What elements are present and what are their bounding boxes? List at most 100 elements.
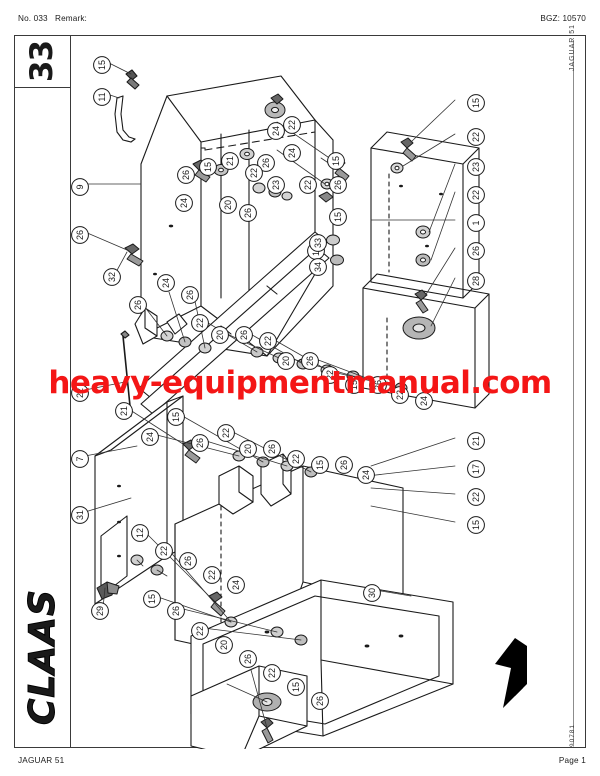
callout-balloon: 15 <box>329 208 347 226</box>
callout-balloon: 17 <box>467 460 485 478</box>
callout-number: 26 <box>471 246 481 256</box>
callout-number: 26 <box>239 330 249 340</box>
callout-number: 15 <box>333 212 343 222</box>
callout-balloon: 24 <box>267 122 285 140</box>
callout-number: 24 <box>361 470 371 480</box>
callout-number: 22 <box>325 370 335 380</box>
callout-balloon: 26 <box>301 352 319 370</box>
callout-number: 22 <box>471 492 481 502</box>
callout-number: 26 <box>267 444 277 454</box>
callout-balloon: 7 <box>71 450 89 468</box>
callout-number: 15 <box>471 98 481 108</box>
callout-balloon: 29 <box>91 602 109 620</box>
callout-balloon: 26 <box>311 692 329 710</box>
callout-balloon: 20 <box>215 636 233 654</box>
callout-balloon: 22 <box>71 384 89 402</box>
callout-circle <box>467 516 485 534</box>
callout-balloon: 26 <box>179 552 197 570</box>
callout-circle <box>157 274 175 292</box>
callout-number: 22 <box>207 570 217 580</box>
callout-circle <box>211 326 229 344</box>
callout-circle <box>181 286 199 304</box>
callout-balloon: 22 <box>217 424 235 442</box>
callout-balloon: 24 <box>157 274 175 292</box>
callout-balloon: 26 <box>177 166 195 184</box>
callout-balloon: 15 <box>167 408 185 426</box>
callout-number: 24 <box>179 198 189 208</box>
callout-number: 11 <box>97 92 107 101</box>
right-rule <box>573 40 574 744</box>
callout-circle <box>467 158 485 176</box>
callout-number: 24 <box>145 432 155 442</box>
parts-diagram: 1511926227312224152322261518242622211526… <box>71 36 587 749</box>
callout-number: 26 <box>339 460 349 470</box>
callout-circle <box>267 122 285 140</box>
callout-circle <box>467 272 485 290</box>
callout-circle <box>369 376 387 394</box>
callout-balloon: 15 <box>467 94 485 112</box>
callout-circle <box>321 366 339 384</box>
callout-circle <box>311 456 329 474</box>
callout-balloon: 15 <box>467 516 485 534</box>
callout-number: 9 <box>75 184 85 189</box>
callout-number: 26 <box>315 696 325 706</box>
callout-balloon: 15 <box>143 590 161 608</box>
callout-circle <box>329 208 347 226</box>
callout-number: 23 <box>271 180 281 190</box>
side-band: 33 CLAAS <box>15 36 71 747</box>
callout-number: 22 <box>249 168 259 178</box>
claas-logo-text: CLAAS <box>22 588 64 726</box>
callout-circle <box>283 144 301 162</box>
callout-number: 24 <box>231 580 241 590</box>
callout-balloon: 22 <box>155 542 173 560</box>
callout-circle <box>299 176 317 194</box>
callout-number: 28 <box>471 276 481 286</box>
diagram-frame: 33 CLAAS JAGUAR 51 90781 <box>14 24 587 749</box>
callout-circle <box>263 664 281 682</box>
callout-circle <box>93 88 111 106</box>
callout-circle <box>221 152 239 170</box>
callout-balloon: 24 <box>227 576 245 594</box>
callout-number: 24 <box>419 396 429 406</box>
callout-circle <box>219 196 237 214</box>
callout-balloon: 15 <box>199 158 217 176</box>
callout-circle <box>141 428 159 446</box>
callout-number: 17 <box>471 464 481 474</box>
callout-number: 26 <box>243 654 253 664</box>
callout-balloon: 22 <box>299 176 317 194</box>
callout-number: 22 <box>471 132 481 142</box>
callout-number: 26 <box>261 158 271 168</box>
callout-number: 23 <box>471 162 481 172</box>
callout-number: 22 <box>267 668 277 678</box>
callout-number: 26 <box>243 208 253 218</box>
page-header: No. 033 Remark: BGZ: 10570 <box>0 14 600 32</box>
callout-number: 33 <box>313 238 323 248</box>
callout-balloon: 26 <box>235 326 253 344</box>
callout-balloon: 26 <box>129 296 147 314</box>
callout-circle <box>309 234 327 252</box>
callout-balloon: 20 <box>239 440 257 458</box>
callout-circle <box>467 214 485 232</box>
callout-circle <box>167 408 185 426</box>
callout-balloon: 15 <box>93 56 111 74</box>
footer-page-number: Page 1 <box>558 756 586 765</box>
callout-circle <box>467 460 485 478</box>
callout-number: 20 <box>219 640 229 650</box>
callout-balloon: 22 <box>259 332 277 350</box>
callout-number: 26 <box>305 356 315 366</box>
callout-balloon: 22 <box>245 164 263 182</box>
callout-circle <box>129 296 147 314</box>
callout-number: 26 <box>75 230 85 240</box>
callout-balloon: 22 <box>203 566 221 584</box>
callout-number: 24 <box>287 148 297 158</box>
callout-balloon: 30 <box>363 584 381 602</box>
callout-balloon: 22 <box>283 116 301 134</box>
callout-number: 15 <box>147 594 157 604</box>
callout-number: 30 <box>367 588 377 598</box>
callout-circle <box>155 542 173 560</box>
callout-balloon: 22 <box>391 386 409 404</box>
callout-balloon: 26 <box>369 376 387 394</box>
callout-number: 22 <box>75 388 85 398</box>
callout-circle <box>415 392 433 410</box>
callout-number: 22 <box>395 390 405 400</box>
